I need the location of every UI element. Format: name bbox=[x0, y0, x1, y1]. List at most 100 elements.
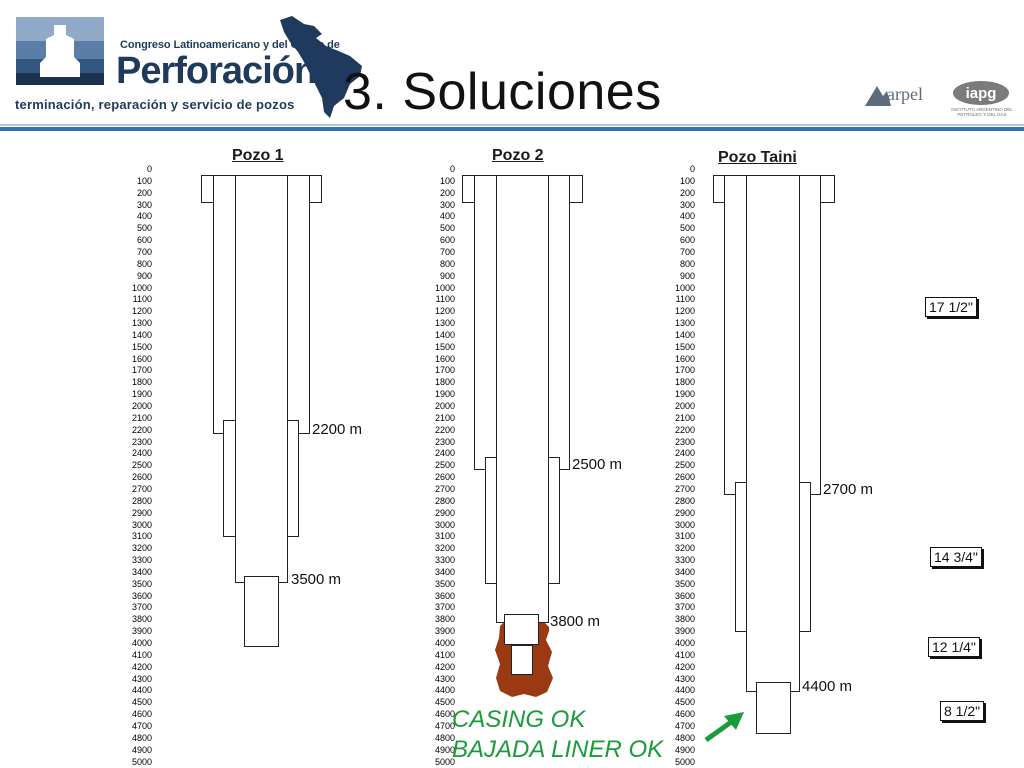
depth-tick-label: 4900 bbox=[131, 744, 152, 755]
depth-tick-label: 2200 bbox=[131, 424, 152, 435]
depth-tick-label: 4400 bbox=[674, 685, 695, 696]
depth-tick-label: 3800 bbox=[674, 614, 695, 625]
depth-tick-label: 4400 bbox=[131, 685, 152, 696]
iapg-logo-text: iapg bbox=[966, 85, 997, 102]
depth-tick-label: 800 bbox=[136, 258, 152, 269]
result-casing-ok: CASING OK bbox=[452, 706, 586, 733]
depth-tick-label: 600 bbox=[439, 235, 455, 246]
depth-tick-label: 4200 bbox=[674, 661, 695, 672]
depth-tick-label: 4500 bbox=[131, 697, 152, 708]
depth-tick-label: 400 bbox=[136, 211, 152, 222]
drilling-rig-icon bbox=[40, 25, 80, 77]
depth-tick-label: 2100 bbox=[674, 412, 695, 423]
depth-tick-label: 1000 bbox=[434, 282, 455, 293]
depth-tick-label: 3800 bbox=[434, 614, 455, 625]
bit-size-label: 8 1/2" bbox=[940, 701, 985, 721]
depth-tick-label: 1800 bbox=[434, 377, 455, 388]
casing-depth-label: 3800 m bbox=[549, 613, 602, 630]
depth-tick-label: 1200 bbox=[434, 306, 455, 317]
depth-tick-label: 200 bbox=[136, 187, 152, 198]
bit-size-label: 14 3/4" bbox=[930, 547, 982, 567]
depth-tick-label: 2900 bbox=[434, 507, 455, 518]
depth-tick-label: 1200 bbox=[674, 306, 695, 317]
depth-tick-label: 2300 bbox=[434, 436, 455, 447]
depth-tick-label: 0 bbox=[689, 164, 695, 174]
depth-tick-label: 2700 bbox=[674, 483, 695, 494]
depth-tick-label: 100 bbox=[679, 175, 695, 186]
depth-tick-label: 2500 bbox=[674, 460, 695, 471]
casing-depth-label: 2500 m bbox=[571, 456, 624, 473]
depth-tick-label: 300 bbox=[679, 199, 695, 210]
depth-tick-label: 800 bbox=[439, 258, 455, 269]
congress-tagline: terminación, reparación y servicio de po… bbox=[15, 97, 295, 112]
depth-tick-label: 4900 bbox=[434, 744, 455, 755]
depth-tick-label: 2900 bbox=[674, 507, 695, 518]
depth-tick-label: 3200 bbox=[674, 543, 695, 554]
arpel-logo-text: arpel bbox=[887, 84, 923, 104]
depth-tick-label: 3900 bbox=[131, 626, 152, 637]
depth-tick-label: 1000 bbox=[674, 282, 695, 293]
depth-tick-label: 3400 bbox=[131, 566, 152, 577]
depth-tick-label: 2300 bbox=[674, 436, 695, 447]
result-liner-ok: BAJADA LINER OK bbox=[452, 736, 664, 763]
depth-tick-label: 2800 bbox=[131, 495, 152, 506]
depth-tick-label: 3400 bbox=[674, 566, 695, 577]
depth-tick-label: 4300 bbox=[674, 673, 695, 684]
depth-tick-label: 200 bbox=[679, 187, 695, 198]
depth-tick-label: 500 bbox=[439, 223, 455, 234]
depth-tick-label: 700 bbox=[439, 246, 455, 257]
depth-tick-label: 4100 bbox=[434, 649, 455, 660]
depth-tick-label: 1600 bbox=[434, 353, 455, 364]
depth-tick-label: 4600 bbox=[434, 709, 455, 720]
depth-tick-label: 4000 bbox=[674, 638, 695, 648]
liner bbox=[504, 614, 539, 645]
depth-tick-label: 2100 bbox=[434, 412, 455, 423]
depth-tick-label: 2800 bbox=[434, 495, 455, 506]
depth-tick-label: 4100 bbox=[131, 649, 152, 660]
depth-tick-label: 1100 bbox=[132, 294, 152, 305]
depth-tick-label: 2800 bbox=[674, 495, 695, 506]
slide-title: 3. Soluciones bbox=[343, 63, 662, 121]
depth-tick-label: 5000 bbox=[674, 756, 695, 767]
depth-tick-label: 1700 bbox=[434, 365, 455, 376]
iapg-caption: INSTITUTO ARGENTINO DEL PETROLEO Y DEL G… bbox=[951, 107, 1013, 117]
depth-tick-label: 400 bbox=[439, 211, 455, 222]
depth-tick-label: 4400 bbox=[434, 685, 455, 696]
depth-tick-label: 3900 bbox=[674, 626, 695, 637]
depth-tick-label: 2700 bbox=[434, 483, 455, 494]
production-casing bbox=[235, 175, 288, 583]
production-casing bbox=[496, 175, 549, 623]
depth-tick-label: 2400 bbox=[434, 448, 455, 459]
depth-tick-label: 2400 bbox=[674, 448, 695, 459]
depth-tick-label: 1400 bbox=[434, 329, 455, 340]
depth-tick-label: 900 bbox=[136, 270, 152, 281]
arpel-logo-icon bbox=[865, 86, 891, 106]
well-title-pozo-1: Pozo 1 bbox=[232, 147, 284, 164]
depth-tick-label: 2500 bbox=[434, 460, 455, 471]
depth-tick-label: 1500 bbox=[674, 341, 695, 352]
depth-tick-label: 4700 bbox=[674, 720, 695, 731]
depth-tick-label: 600 bbox=[679, 235, 695, 246]
liner bbox=[756, 682, 791, 734]
depth-tick-label: 900 bbox=[679, 270, 695, 281]
depth-tick-label: 3200 bbox=[434, 543, 455, 554]
depth-tick-label: 300 bbox=[439, 199, 455, 210]
depth-tick-label: 2600 bbox=[674, 472, 695, 483]
liner bbox=[244, 576, 279, 647]
depth-tick-label: 4500 bbox=[434, 697, 455, 708]
depth-tick-label: 1600 bbox=[674, 353, 695, 364]
depth-tick-label: 100 bbox=[136, 175, 152, 186]
depth-tick-label: 1700 bbox=[674, 365, 695, 376]
green-arrow-icon bbox=[704, 712, 744, 743]
depth-tick-label: 3600 bbox=[131, 590, 152, 601]
depth-tick-label: 4300 bbox=[131, 673, 152, 684]
congress-line: Congreso Latinoamericano y del Caribe de bbox=[120, 39, 340, 51]
casing-depth-label: 2200 m bbox=[311, 421, 364, 438]
depth-tick-label: 1100 bbox=[435, 294, 455, 305]
depth-tick-label: 3600 bbox=[674, 590, 695, 601]
depth-tick-label: 500 bbox=[679, 223, 695, 234]
depth-tick-label: 1300 bbox=[131, 318, 152, 329]
depth-tick-label: 3300 bbox=[131, 555, 152, 566]
depth-tick-label: 200 bbox=[439, 187, 455, 198]
well-title-pozo-taini: Pozo Taini bbox=[718, 149, 797, 166]
